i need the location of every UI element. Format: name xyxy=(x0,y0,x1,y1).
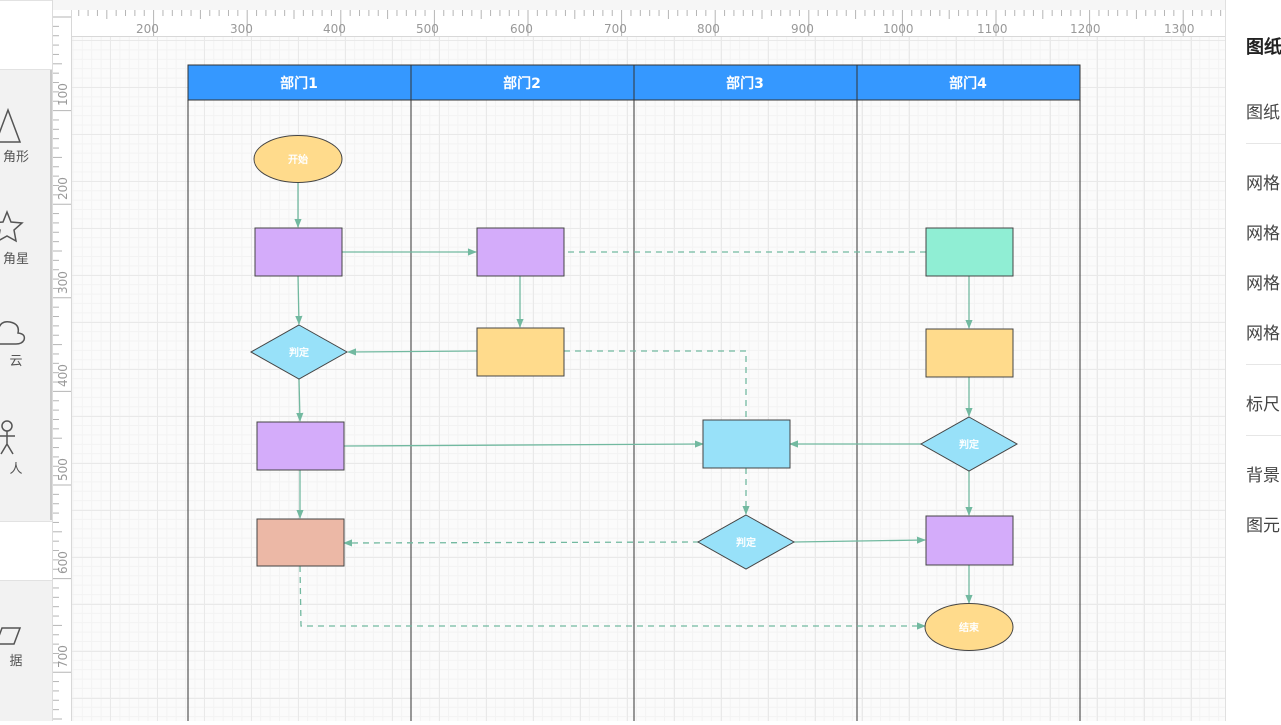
ruler-label: 200 xyxy=(136,22,159,36)
lane-title: 部门2 xyxy=(503,75,541,92)
cloud-icon xyxy=(0,320,26,345)
connector[interactable] xyxy=(296,378,304,422)
lane-header-2[interactable]: 部门2 xyxy=(410,64,635,101)
end-terminator[interactable]: 结束 xyxy=(924,603,1014,651)
panel-row-background[interactable]: 背景 xyxy=(1246,466,1280,486)
star-icon xyxy=(0,210,24,243)
ruler-label: 100 xyxy=(56,83,70,106)
vertical-ruler-labels: 100 200 300 400 500 600 700 xyxy=(56,83,70,668)
swimlane-pool xyxy=(187,100,1081,721)
ruler-label: 1300 xyxy=(1164,22,1195,36)
panel-divider xyxy=(1246,364,1281,365)
sidebar-header-block xyxy=(0,0,52,70)
process-box[interactable] xyxy=(476,227,565,277)
shape-item-label: 云 xyxy=(9,354,23,369)
panel-row-grid-3[interactable]: 网格 xyxy=(1246,274,1280,294)
decision-label: 判定 xyxy=(289,346,309,359)
ruler-label: 600 xyxy=(56,551,70,574)
ruler-label: 400 xyxy=(56,364,70,387)
connectors xyxy=(294,183,973,630)
panel-title: 图纸 xyxy=(1246,37,1281,58)
ruler-label: 400 xyxy=(323,22,346,36)
shape-item-person[interactable]: 人 xyxy=(0,420,52,477)
decision-diamond[interactable]: 判定 xyxy=(919,416,1019,472)
ruler-label: 700 xyxy=(56,645,70,668)
process-box[interactable] xyxy=(702,419,791,469)
process-box[interactable] xyxy=(925,328,1014,378)
panel-divider xyxy=(1246,435,1281,436)
process-box[interactable] xyxy=(256,518,345,567)
connector[interactable] xyxy=(793,536,926,544)
lane-title: 部门3 xyxy=(726,75,764,92)
lane-header-4[interactable]: 部门4 xyxy=(856,64,1081,101)
shape-library-sidebar: 角形 角星 云 人 据 xyxy=(0,0,53,721)
process-box[interactable] xyxy=(925,515,1014,566)
lane-header-3[interactable]: 部门3 xyxy=(633,64,858,101)
parallelogram-icon xyxy=(0,627,22,645)
horizontal-ruler: 0 200 300 400 500 600 700 800 900 1000 1… xyxy=(53,10,1225,37)
start-label: 开始 xyxy=(288,153,308,166)
triangle-icon xyxy=(0,107,22,143)
lane-header-1[interactable]: 部门1 xyxy=(187,64,412,101)
connector[interactable] xyxy=(347,348,478,356)
process-box[interactable] xyxy=(254,227,343,277)
sidebar-section-divider xyxy=(0,521,52,581)
connector[interactable] xyxy=(295,275,303,325)
panel-row-ruler[interactable]: 标尺 xyxy=(1246,395,1280,415)
shape-item-label: 人 xyxy=(9,462,23,477)
connector[interactable] xyxy=(299,565,926,630)
lane-title: 部门4 xyxy=(949,75,987,92)
panel-row-element[interactable]: 图元 xyxy=(1246,516,1280,536)
decision-label: 判定 xyxy=(736,536,756,549)
panel-row-grid-1[interactable]: 网格 xyxy=(1246,174,1280,194)
shape-item-cloud[interactable]: 云 xyxy=(0,318,52,369)
shape-item-label: 据 xyxy=(9,654,23,669)
ruler-label: 500 xyxy=(416,22,439,36)
panel-divider xyxy=(1246,143,1281,144)
ruler-label: 700 xyxy=(604,22,627,36)
ruler-label: 900 xyxy=(791,22,814,36)
ruler-label: 300 xyxy=(230,22,253,36)
shape-item-star[interactable]: 角星 xyxy=(0,210,52,267)
ruler-label: 500 xyxy=(56,458,70,481)
ruler-label: 1000 xyxy=(883,22,914,36)
end-label: 结束 xyxy=(959,621,980,634)
ruler-label: 1200 xyxy=(1070,22,1101,36)
start-terminator[interactable]: 开始 xyxy=(253,135,343,183)
connector[interactable] xyxy=(564,350,747,420)
properties-panel: 图纸 图纸 网格 网格 网格 网格 标尺 背景 图元 xyxy=(1225,0,1281,721)
connector[interactable] xyxy=(343,539,700,547)
ruler-label: 1100 xyxy=(977,22,1008,36)
shape-item-label: 角星 xyxy=(2,252,29,267)
shape-item-triangle[interactable]: 角形 xyxy=(0,106,52,165)
horizontal-ruler-ticks xyxy=(59,10,1222,36)
vertical-ruler: 100 200 300 400 500 600 700 xyxy=(53,10,72,721)
decision-diamond[interactable]: 判定 xyxy=(696,514,796,570)
ruler-label: 200 xyxy=(56,177,70,200)
process-box[interactable] xyxy=(476,327,565,377)
ruler-label: 800 xyxy=(697,22,720,36)
panel-row-grid-4[interactable]: 网格 xyxy=(1246,324,1280,344)
sidebar-scrollbar[interactable] xyxy=(50,70,52,520)
decision-label: 判定 xyxy=(959,438,979,451)
horizontal-ruler-labels: 0 200 300 400 500 600 700 800 900 1000 1… xyxy=(56,22,1195,36)
lane-title: 部门1 xyxy=(280,75,318,92)
shape-item-label: 角形 xyxy=(2,150,29,165)
shape-item-data[interactable]: 据 xyxy=(0,624,52,669)
process-box[interactable] xyxy=(925,227,1014,277)
ruler-label: 300 xyxy=(56,271,70,294)
panel-row-grid-2[interactable]: 网格 xyxy=(1246,224,1280,244)
connector[interactable] xyxy=(343,440,704,448)
vertical-ruler-ticks xyxy=(53,16,71,720)
decision-diamond[interactable]: 判定 xyxy=(249,324,349,380)
person-icon xyxy=(0,420,15,455)
ruler-label: 600 xyxy=(510,22,533,36)
process-box[interactable] xyxy=(256,421,345,471)
panel-row-paper[interactable]: 图纸 xyxy=(1246,103,1280,123)
drawing-canvas[interactable]: 部门1 部门2 部门3 部门4 xyxy=(72,37,1225,721)
swimlane-flowchart[interactable]: 部门1 部门2 部门3 部门4 xyxy=(72,37,1225,721)
